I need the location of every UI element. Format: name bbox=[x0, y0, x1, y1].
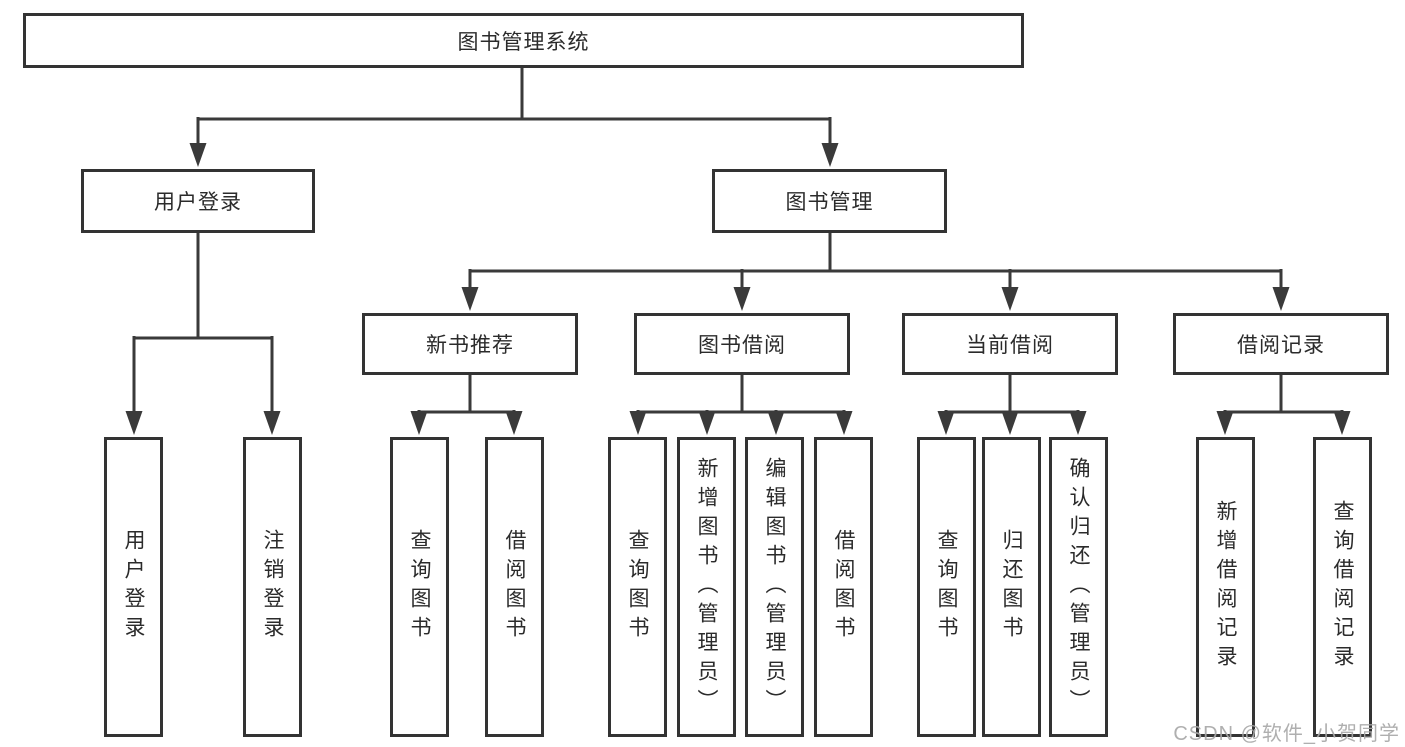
csdn-watermark: CSDN @软件_小贺同学 bbox=[1173, 723, 1400, 745]
leaf-logout: 注销登录 bbox=[243, 437, 302, 737]
leaf-query-books-borrowing: 查询图书 bbox=[608, 437, 667, 737]
arrowheads bbox=[125, 143, 1351, 435]
leaf-confirm-return-admin: 确认归还（管理员） bbox=[1049, 437, 1108, 737]
node-user-login: 用户登录 bbox=[81, 169, 315, 233]
leaf-user-login: 用户登录 bbox=[104, 437, 163, 737]
leaf-query-books-newbook: 查询图书 bbox=[390, 437, 449, 737]
node-library-management-system: 图书管理系统 bbox=[23, 13, 1024, 68]
node-book-borrowing: 图书借阅 bbox=[634, 313, 850, 375]
node-new-book-recommend: 新书推荐 bbox=[362, 313, 578, 375]
leaf-add-borrow-record: 新增借阅记录 bbox=[1196, 437, 1255, 737]
leaf-query-borrow-record: 查询借阅记录 bbox=[1313, 437, 1372, 737]
node-current-borrow: 当前借阅 bbox=[902, 313, 1118, 375]
tree-edges bbox=[132, 68, 1344, 414]
leaf-borrow-books-newbook: 借阅图书 bbox=[485, 437, 544, 737]
leaf-edit-books-admin: 编辑图书（管理员） bbox=[745, 437, 804, 737]
node-borrow-records: 借阅记录 bbox=[1173, 313, 1389, 375]
leaf-borrow-books-borrowing: 借阅图书 bbox=[814, 437, 873, 737]
leaf-query-books-current: 查询图书 bbox=[917, 437, 976, 737]
leaf-add-books-admin: 新增图书（管理员） bbox=[677, 437, 736, 737]
leaf-return-books: 归还图书 bbox=[982, 437, 1041, 737]
node-book-management: 图书管理 bbox=[712, 169, 947, 233]
